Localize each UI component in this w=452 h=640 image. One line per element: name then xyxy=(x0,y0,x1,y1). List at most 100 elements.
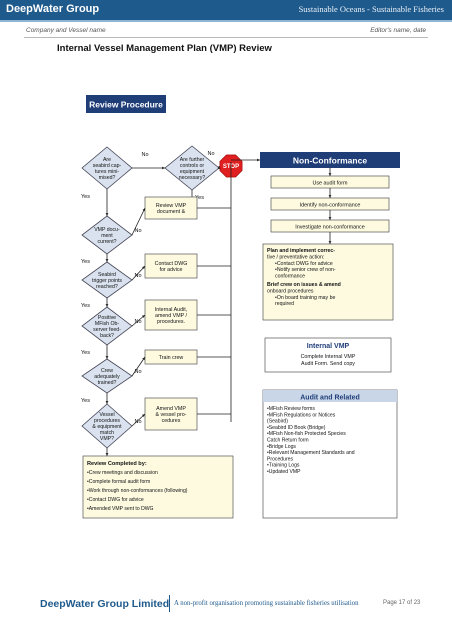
decision-label: Vessel xyxy=(99,412,114,418)
audit-related-title: Audit and Related xyxy=(300,395,360,402)
decision-label: MFish Ob- xyxy=(95,321,119,327)
audit-related-item: •Relevant Management Standards and xyxy=(267,450,355,456)
yes-label: Yes xyxy=(81,350,90,356)
action-label: & vessel pro- xyxy=(156,412,187,418)
audit-related-item: Procedures xyxy=(267,456,294,462)
audit-related-item: •MFish Review forms xyxy=(267,406,315,412)
arrow-head xyxy=(105,401,109,404)
action-label: Amend VMP xyxy=(156,406,186,412)
arrow-head xyxy=(105,304,109,307)
plan-training: •On board training may be xyxy=(275,295,335,301)
further-controls-label: controls or xyxy=(180,163,204,169)
decision-label: Positive xyxy=(98,315,116,321)
arrow-head xyxy=(105,213,109,216)
plan-bullet: conformance xyxy=(275,274,305,280)
no-connector xyxy=(131,207,146,236)
arrow-head xyxy=(142,208,146,212)
no-label: No xyxy=(134,319,141,325)
review-completed-item: •Crew meetings and discussion xyxy=(87,470,158,476)
decision-label: adequately xyxy=(94,374,120,380)
plan-training: required xyxy=(275,301,294,307)
nonconformance-header xyxy=(260,152,400,168)
audit-related-box xyxy=(262,389,398,519)
review-completed-title: Review Completed by: xyxy=(87,461,147,467)
decision-label: server feed- xyxy=(93,327,121,333)
arrow-head xyxy=(105,453,109,456)
plan-bullet: •Contact DWG for advice xyxy=(275,261,333,267)
action-label: procedures. xyxy=(157,319,185,325)
audit-related-item: Catch Return form xyxy=(267,438,309,444)
review-completed-item: •Work through non-conformances (followin… xyxy=(87,488,188,494)
editor-field: Editor's name, date xyxy=(370,27,426,34)
audit-related-item: •Seabird ID Book (Bridge) xyxy=(267,425,326,431)
audit-related-header xyxy=(263,390,397,402)
decision-label: current? xyxy=(97,239,116,245)
decision-label: reached? xyxy=(96,284,118,290)
arrow-head xyxy=(141,414,145,417)
arrow-head xyxy=(141,315,145,318)
decision-label: seabird cap- xyxy=(93,163,122,169)
no-label: No xyxy=(134,369,141,375)
decision-label: Are xyxy=(103,157,111,163)
yes-label: Yes xyxy=(81,259,90,265)
nonconformance-step-label: Identify non-conformance xyxy=(300,202,361,208)
yes-label: Yes xyxy=(81,398,90,404)
decision-label: & equipment xyxy=(92,424,122,430)
audit-related-item: •MFish Non-fish Protected Species xyxy=(267,431,346,437)
arrow-head xyxy=(257,158,260,162)
further-controls-label: necessary? xyxy=(179,175,206,181)
review-completed-item: •Complete formal audit form xyxy=(87,479,150,485)
action-label: amend VMP / xyxy=(155,313,188,319)
arrow-head xyxy=(328,241,332,244)
plan-action-box xyxy=(262,243,394,321)
company-field: Company and Vessel name xyxy=(26,27,106,34)
decision-label: mised? xyxy=(99,175,116,181)
decision-label: match xyxy=(100,430,114,436)
footer-brand: DeepWater Group Limited xyxy=(40,598,170,610)
arrow-head xyxy=(328,217,332,220)
yes-label: Yes xyxy=(81,303,90,309)
arrow-head xyxy=(142,266,145,270)
decision-label: VMP? xyxy=(100,436,114,442)
nonconformance-step-label: Use audit form xyxy=(312,180,348,186)
arrow-head xyxy=(105,259,109,262)
no-connector xyxy=(131,356,146,377)
page-number: Page 17 of 23 xyxy=(383,600,421,606)
footer-tagline: A non-profit organisation promoting sust… xyxy=(174,600,359,607)
decision-label: back? xyxy=(100,333,114,339)
decision-label: ment xyxy=(101,233,113,239)
plan-heading: Plan and implement correc- xyxy=(267,248,335,254)
page-title: Internal Vessel Management Plan (VMP) Re… xyxy=(57,43,272,54)
decision-label: trigger points xyxy=(92,278,122,284)
decision-label: procedures xyxy=(94,418,120,424)
header-brand: DeepWater Group xyxy=(6,3,100,15)
further-controls-label: equipment xyxy=(180,169,205,175)
action-label: Review VMP xyxy=(156,203,187,209)
header-divider xyxy=(24,37,428,38)
action-label: for advice xyxy=(160,267,183,273)
arrow-head xyxy=(328,195,332,198)
no-connector xyxy=(131,413,146,427)
action-label: Train crew xyxy=(159,355,184,361)
review-procedure-title: Review Procedure xyxy=(89,100,163,110)
no-label: No xyxy=(141,152,148,158)
review-completed-box xyxy=(82,455,234,519)
yes-label: Yes xyxy=(81,194,90,200)
plan-brief: Brief crew on issues & amend xyxy=(267,282,341,288)
decision-label: Crew xyxy=(101,368,113,374)
audit-related-item: (Seabird) xyxy=(267,419,288,425)
audit-related-item: •MFish Regulations or Notices xyxy=(267,412,336,418)
yes-label: Yes xyxy=(195,195,204,201)
review-completed-item: •Contact DWG for advice xyxy=(87,497,144,503)
action-label: Contact DWG xyxy=(155,261,188,267)
review-procedure-header xyxy=(86,95,166,113)
internal-vmp-line: Complete Internal VMP xyxy=(301,354,356,360)
decision-label: VMP docu- xyxy=(94,227,120,233)
plan-brief: onboard procedures xyxy=(267,288,314,294)
arrow-head xyxy=(162,166,165,170)
footer-divider xyxy=(169,595,170,612)
action-box xyxy=(144,299,198,331)
arrow-head xyxy=(217,166,221,169)
